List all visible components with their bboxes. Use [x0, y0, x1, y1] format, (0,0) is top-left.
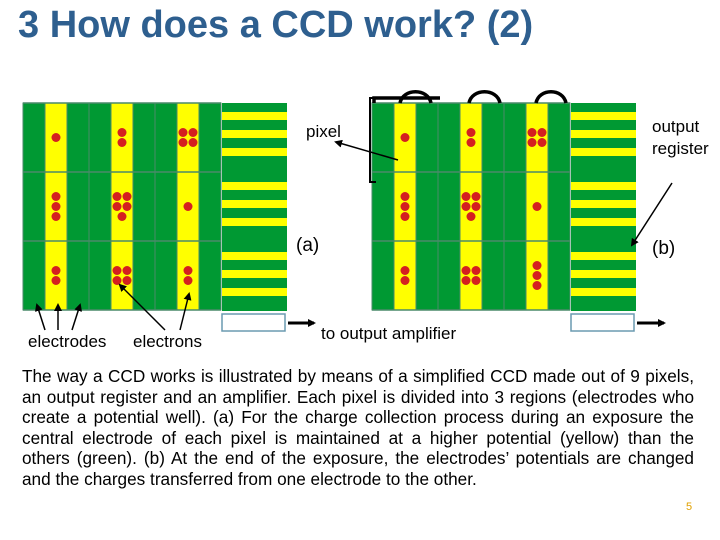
electron	[112, 202, 122, 211]
electron	[122, 202, 132, 211]
body-text: The way a CCD works is illustrated by me…	[22, 366, 694, 489]
ccd-grid-a	[22, 102, 222, 311]
electron	[122, 192, 132, 201]
grid-b-label: (b)	[652, 238, 676, 259]
electron	[471, 276, 481, 285]
amplifier-box-b	[570, 313, 635, 332]
electron	[112, 276, 122, 285]
electrode-column	[132, 102, 156, 311]
electron	[400, 192, 410, 201]
output-register-label: output register	[652, 117, 709, 158]
electron	[122, 266, 132, 275]
electron	[51, 266, 61, 275]
output-register-arrow	[630, 182, 673, 247]
electron	[400, 202, 410, 211]
amplifier-box-a	[221, 313, 286, 332]
pixel-arrow	[334, 139, 399, 161]
electron	[466, 138, 476, 147]
electron	[117, 138, 127, 147]
electron	[112, 192, 122, 201]
page-number: 5	[686, 501, 693, 513]
electron	[466, 128, 476, 137]
output-register-b	[571, 103, 636, 311]
electron	[527, 128, 537, 137]
electrode-column	[88, 102, 112, 311]
electron	[51, 276, 61, 285]
electron	[532, 261, 542, 270]
electron	[461, 276, 471, 285]
electron	[122, 276, 132, 285]
grid-a-label: (a)	[296, 235, 320, 256]
electrode-column	[503, 102, 527, 311]
electron	[178, 138, 188, 147]
electrode-column	[415, 102, 439, 311]
electron	[51, 133, 61, 142]
pixel-label: pixel	[306, 122, 341, 141]
electrode-column	[198, 102, 222, 311]
electron	[537, 128, 547, 137]
electrode-column	[66, 102, 90, 311]
electron	[112, 266, 122, 275]
electron	[183, 276, 193, 285]
electrons-label: electrons	[133, 332, 202, 351]
electron	[532, 271, 542, 280]
electron	[51, 212, 61, 221]
electron	[532, 281, 542, 290]
electrode-column	[154, 102, 178, 311]
electron	[183, 266, 193, 275]
electron	[178, 128, 188, 137]
electron	[461, 266, 471, 275]
output-amplifier-label: to output amplifier	[321, 324, 457, 343]
electron	[400, 276, 410, 285]
electrode-column	[547, 102, 571, 311]
transfer-arrows	[372, 90, 568, 104]
electron	[461, 192, 471, 201]
electron	[471, 266, 481, 275]
electrodes-label: electrodes	[28, 332, 107, 351]
electron	[400, 266, 410, 275]
electron	[51, 202, 61, 211]
electrode-column	[481, 102, 505, 311]
electron	[471, 202, 481, 211]
electron	[400, 212, 410, 221]
electron	[466, 212, 476, 221]
electron	[117, 212, 127, 221]
electrode-column	[437, 102, 461, 311]
electron	[51, 192, 61, 201]
electron	[188, 138, 198, 147]
electrode-column	[371, 102, 395, 311]
electron	[527, 138, 537, 147]
slide-title: 3 How does a CCD work? (2)	[18, 4, 534, 46]
electron	[183, 202, 193, 211]
electrode-column	[22, 102, 46, 311]
electron	[117, 128, 127, 137]
electron	[188, 128, 198, 137]
output-register-a	[222, 103, 287, 311]
electron	[537, 138, 547, 147]
ccd-grid-b	[371, 102, 571, 311]
electron	[532, 202, 542, 211]
electron	[461, 202, 471, 211]
electron	[471, 192, 481, 201]
electrode-arrows	[35, 283, 192, 331]
electron	[400, 133, 410, 142]
